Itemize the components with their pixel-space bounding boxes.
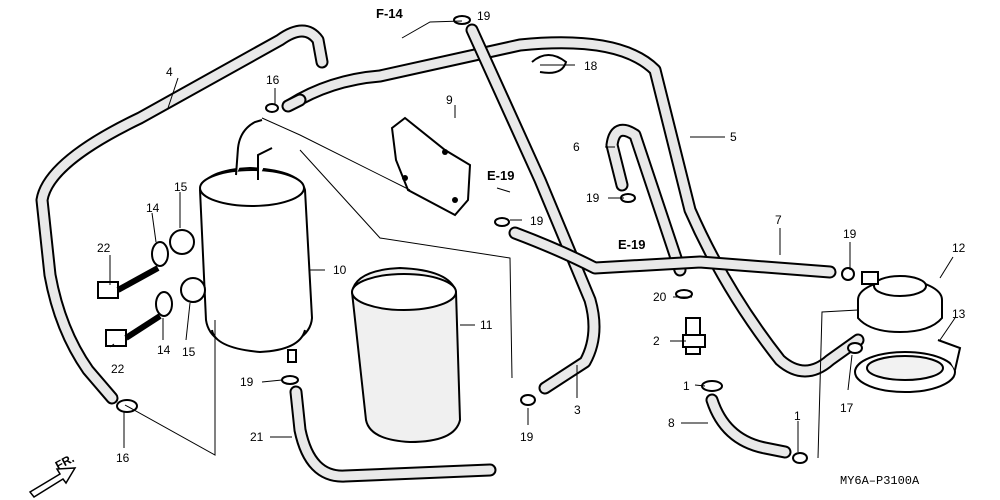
label-7: 7 bbox=[775, 213, 782, 227]
clamp-17 bbox=[847, 342, 863, 354]
bolt-22-lower bbox=[105, 313, 162, 347]
ref-e19-upper: E-19 bbox=[487, 168, 514, 183]
drawing-code: MY6A–P3100A bbox=[840, 474, 920, 488]
label-5: 5 bbox=[730, 130, 737, 144]
clamp-20 bbox=[675, 289, 693, 299]
joint-2 bbox=[682, 317, 706, 355]
label-15-upper: 15 bbox=[174, 180, 188, 194]
hose-6 bbox=[605, 123, 687, 277]
label-6: 6 bbox=[573, 140, 580, 154]
label-19-hose3: 19 bbox=[520, 430, 534, 444]
label-19-mid: 19 bbox=[586, 191, 600, 205]
grommet-15-lower bbox=[180, 277, 206, 303]
washer-14-upper bbox=[151, 241, 169, 267]
leader-lines bbox=[109, 20, 956, 459]
label-10: 10 bbox=[333, 263, 347, 277]
washer-14-lower bbox=[155, 291, 173, 317]
label-14-upper: 14 bbox=[146, 201, 160, 215]
ref-e19-lower: E-19 bbox=[618, 237, 645, 252]
label-12: 12 bbox=[952, 241, 966, 255]
label-16-low: 16 bbox=[116, 451, 130, 465]
hose-8 bbox=[705, 393, 792, 459]
hose-4 bbox=[35, 24, 329, 405]
label-22-upper: 22 bbox=[97, 241, 111, 255]
bracket-9 bbox=[390, 116, 472, 217]
bolt-22-upper bbox=[97, 265, 160, 299]
label-19-bracket: 19 bbox=[530, 214, 544, 228]
holder-13 bbox=[854, 339, 962, 393]
label-8: 8 bbox=[668, 416, 675, 430]
label-22-lower: 22 bbox=[111, 362, 125, 376]
front-indicator: FR. bbox=[28, 451, 77, 498]
hose-3 bbox=[465, 23, 601, 395]
clamp-19-right bbox=[841, 267, 855, 281]
canister-10 bbox=[198, 119, 314, 363]
clamp-19-hose3 bbox=[520, 394, 536, 406]
clamp-1-low bbox=[792, 452, 808, 464]
hose-5 bbox=[283, 36, 865, 378]
front-arrow-icon bbox=[28, 467, 77, 498]
label-21: 21 bbox=[250, 430, 264, 444]
label-9: 9 bbox=[446, 93, 453, 107]
label-11: 11 bbox=[480, 318, 493, 332]
label-1-mid: 1 bbox=[683, 379, 690, 393]
grommet-15-upper bbox=[169, 229, 195, 255]
hose-7 bbox=[508, 226, 837, 279]
ref-f14: F-14 bbox=[376, 6, 404, 21]
label-20: 20 bbox=[653, 290, 667, 304]
label-17: 17 bbox=[840, 401, 854, 415]
label-19-right: 19 bbox=[843, 227, 857, 241]
clip-18 bbox=[531, 54, 568, 74]
label-19-top: 19 bbox=[477, 9, 491, 23]
part-labels: 19 18 4 16 9 5 6 19 19 7 19 12 13 14 15 … bbox=[97, 9, 966, 465]
label-15-lower: 15 bbox=[182, 345, 196, 359]
label-3: 3 bbox=[574, 403, 581, 417]
label-4: 4 bbox=[166, 65, 173, 79]
label-2: 2 bbox=[653, 334, 660, 348]
label-13: 13 bbox=[952, 307, 966, 321]
clamp-19-low bbox=[281, 375, 299, 385]
label-14-lower: 14 bbox=[157, 343, 171, 357]
clamp-19-top bbox=[453, 15, 471, 25]
ref-labels: F-14 E-19 E-19 bbox=[376, 6, 645, 252]
clamp-16-top bbox=[265, 103, 279, 113]
shield-11 bbox=[350, 266, 462, 444]
hose-21 bbox=[289, 385, 497, 483]
hose-16-top bbox=[281, 93, 307, 113]
label-18: 18 bbox=[584, 59, 598, 73]
label-19-low: 19 bbox=[240, 375, 254, 389]
valve-12 bbox=[857, 271, 943, 334]
label-16-top: 16 bbox=[266, 73, 280, 87]
clamp-19-bracket bbox=[494, 217, 510, 227]
label-1-low: 1 bbox=[794, 409, 801, 423]
